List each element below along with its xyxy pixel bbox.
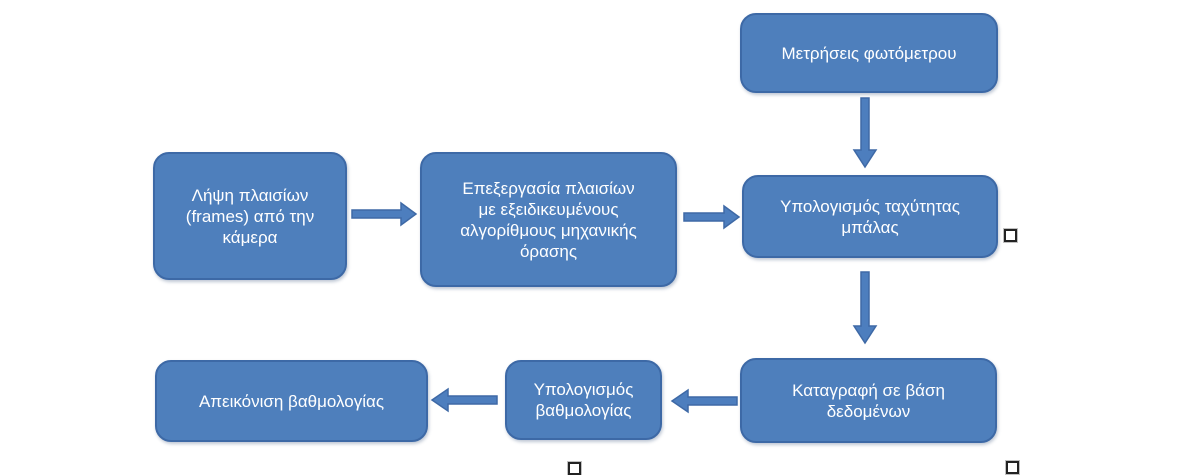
- arrow-down-velocity-to-database: [852, 271, 878, 345]
- missing-glyph-box: [1006, 461, 1019, 474]
- arrow-down-photometer-to-velocity: [852, 97, 878, 169]
- node-photometer-measurements: Μετρήσεις φωτόμετρου: [740, 13, 998, 93]
- node-score-calculation: Υπολογισμός βαθμολογίας: [505, 360, 662, 440]
- node-ball-velocity-calculation: Υπολογισμός ταχύτητας μπάλας: [742, 175, 998, 258]
- arrow-right-processing-to-velocity: [683, 204, 741, 230]
- arrow-left-database-to-scorecalc: [670, 388, 738, 414]
- arrow-left-scorecalc-to-scoredisplay: [430, 387, 498, 413]
- missing-glyph-box: [1004, 229, 1017, 242]
- arrow-right-capture-to-processing: [351, 201, 418, 227]
- node-database-logging: Καταγραφή σε βάση δεδομένων: [740, 358, 997, 443]
- node-frame-capture: Λήψη πλαισίων (frames) από την κάμερα: [153, 152, 347, 280]
- node-score-display: Απεικόνιση βαθμολογίας: [155, 360, 428, 442]
- node-frame-processing: Επεξεργασία πλαισίων με εξειδικευμένους …: [420, 152, 677, 287]
- missing-glyph-box: [568, 462, 581, 475]
